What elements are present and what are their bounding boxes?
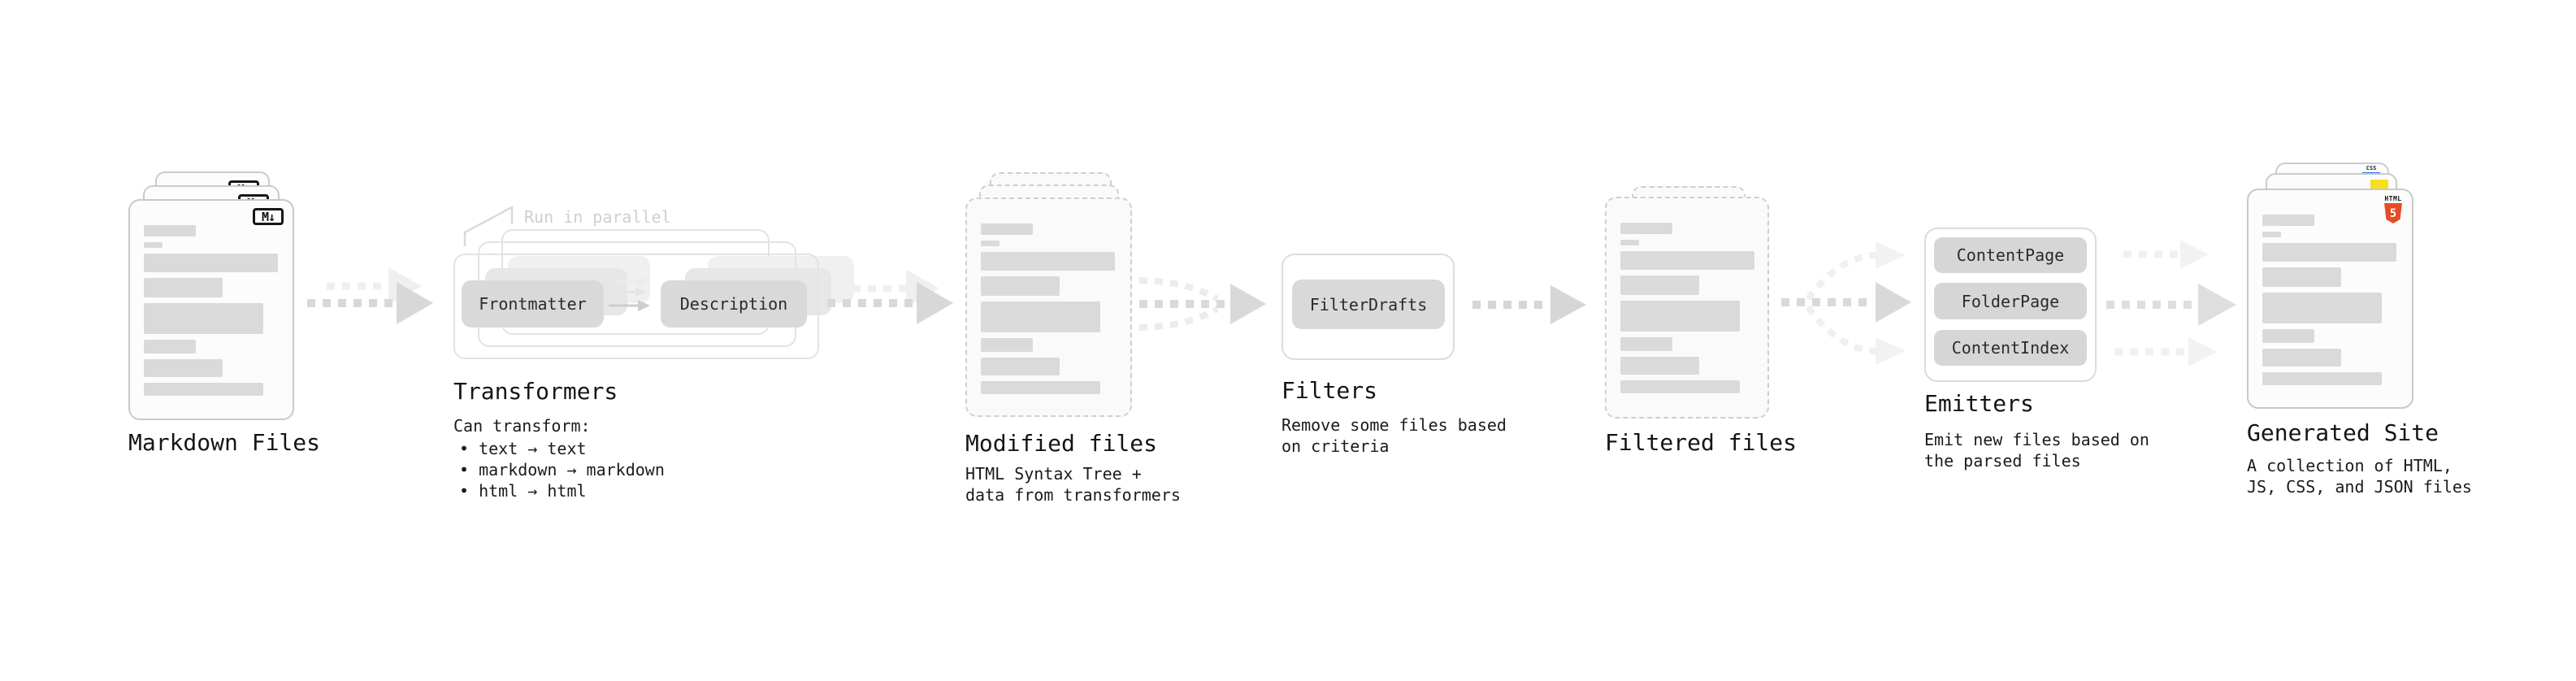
html5-icon: HTML 5 <box>2383 195 2404 223</box>
skeleton-line <box>1620 380 1740 393</box>
frontmatter-pill: Frontmatter <box>462 280 604 327</box>
skeleton-line <box>981 241 1000 246</box>
emitters-desc: Emit new files based on the parsed files <box>1924 430 2149 471</box>
skeleton-line <box>1620 337 1672 351</box>
bullet-item: • html → html <box>459 481 587 501</box>
skeleton-line <box>144 383 263 396</box>
filtered-file-card <box>1605 197 1769 419</box>
skeleton-line <box>981 338 1033 352</box>
document-skeleton <box>144 225 279 396</box>
skeleton-line <box>144 359 223 377</box>
markdown-file-card: M↓ <box>128 199 294 420</box>
skeleton-line <box>2262 232 2281 237</box>
modified-file-card <box>965 197 1132 417</box>
skeleton-line <box>144 340 196 354</box>
skeleton-line <box>2262 329 2314 343</box>
skeleton-line <box>981 358 1060 375</box>
description-pill: Description <box>661 280 807 327</box>
skeleton-line <box>144 225 196 236</box>
transformers-desc-title: Can transform: <box>453 416 591 436</box>
folderpage-pill: FolderPage <box>1934 283 2087 319</box>
skeleton-line <box>1620 357 1699 375</box>
skeleton-line <box>2262 243 2396 262</box>
modified-files-desc: HTML Syntax Tree + data from transformer… <box>965 464 1181 505</box>
modified-files-label: Modified files <box>965 430 1158 457</box>
css-icon-label: CSS <box>2366 165 2377 171</box>
skeleton-line <box>144 278 223 297</box>
skeleton-line <box>144 242 163 248</box>
skeleton-line <box>981 252 1115 271</box>
html5-icon-shield: 5 <box>2384 203 2402 223</box>
skeleton-line <box>2262 293 2382 323</box>
filters-label: Filters <box>1281 377 1378 404</box>
document-skeleton <box>1620 223 1754 393</box>
transformers-label: Transformers <box>453 378 618 405</box>
skeleton-line <box>1620 301 1740 332</box>
filtered-files-label: Filtered files <box>1605 429 1798 456</box>
markdown-icon: M↓ <box>253 208 284 225</box>
emitters-label: Emitters <box>1924 390 2034 417</box>
generated-site-desc: A collection of HTML, JS, CSS, and JSON … <box>2247 456 2472 497</box>
skeleton-line <box>2262 215 2314 226</box>
skeleton-line <box>144 254 278 272</box>
arrow-modified-to-filters <box>1138 277 1266 331</box>
run-in-parallel-note: Run in parallel <box>524 207 671 227</box>
arrow-filtered-to-emitters <box>1781 241 1911 365</box>
contentindex-pill: ContentIndex <box>1934 330 2087 366</box>
generated-site-label: Generated Site <box>2247 419 2439 446</box>
skeleton-line <box>1620 275 1699 295</box>
arrow-markdown-to-transformers <box>307 267 433 324</box>
document-skeleton <box>2262 215 2398 385</box>
js-icon <box>2370 180 2388 189</box>
transformer-frame-front <box>453 254 819 359</box>
bullet-item: • text → text <box>459 439 587 458</box>
html5-icon-number: 5 <box>2389 206 2397 220</box>
skeleton-line <box>981 381 1100 394</box>
arrow-filters-to-filtered <box>1472 285 1586 324</box>
skeleton-line <box>981 301 1100 332</box>
skeleton-line <box>2262 267 2341 287</box>
skeleton-line <box>2262 349 2341 367</box>
markdown-files-label: Markdown Files <box>128 429 321 456</box>
skeleton-line <box>1620 251 1754 270</box>
transformers-bullets: • text → text • markdown → markdown • ht… <box>459 438 665 501</box>
skeleton-line <box>981 276 1060 296</box>
skeleton-line <box>2262 372 2382 385</box>
bullet-item: • markdown → markdown <box>459 460 665 479</box>
skeleton-line <box>144 303 263 334</box>
html-file-card: HTML 5 <box>2247 189 2413 409</box>
skeleton-line <box>1620 223 1672 234</box>
skeleton-line <box>1620 240 1639 245</box>
filterdrafts-pill: FilterDrafts <box>1292 280 1445 329</box>
filters-desc: Remove some files based on criteria <box>1281 415 1507 456</box>
html5-icon-label: HTML <box>2384 195 2402 202</box>
skeleton-line <box>981 223 1033 235</box>
contentpage-pill: ContentPage <box>1934 237 2087 273</box>
document-skeleton <box>981 223 1117 394</box>
arrow-emitters-to-generated <box>2106 240 2236 367</box>
